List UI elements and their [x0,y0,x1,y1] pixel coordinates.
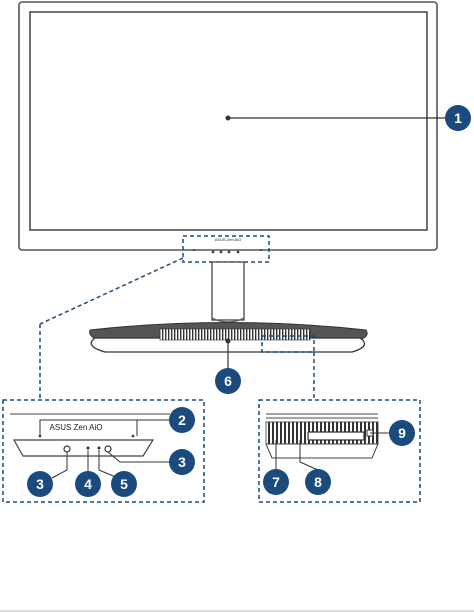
svg-text:1: 1 [454,110,462,126]
audio-jack [64,446,70,452]
svg-text:5: 5 [120,476,128,492]
indicator-led [87,447,90,450]
svg-text:3: 3 [36,476,44,492]
svg-text:6: 6 [224,373,232,389]
right-mic-hole [132,435,135,438]
callout-badge-1: 1 [445,105,471,131]
stand [212,262,244,322]
callout-badge-4: 4 [75,471,101,497]
svg-text:9: 9 [398,425,406,441]
base-vent-grille [160,329,310,340]
svg-text:8: 8 [314,474,322,490]
callout-badge-9: 9 [389,420,415,446]
svg-text:7: 7 [272,474,280,490]
callout-badge-2: 2 [169,407,195,433]
left-panel-bezel [14,440,153,456]
callout-badge-6: 6 [215,368,241,394]
svg-text:3: 3 [178,454,186,470]
callout-badge-3-left: 3 [27,471,53,497]
monitor-brand-label: ASUS Zen AiO [215,237,241,242]
port-slot [308,432,364,440]
screen-center-point [226,116,231,121]
callout-badge-3-right: 3 [169,449,195,475]
stand-neck [212,262,244,320]
power-button [105,446,111,452]
panel-brand-label: ASUS Zen AiO [50,423,103,432]
indicator-led-2 [98,447,101,450]
callout-badge-5: 5 [111,471,137,497]
callout-badge-8: 8 [305,469,331,495]
callout-badge-7: 7 [263,469,289,495]
monitor: ASUS Zen AiO [19,2,437,253]
svg-text:2: 2 [178,412,186,428]
vent-point [226,339,231,344]
svg-text:4: 4 [84,476,92,492]
monitor-screen [30,12,427,230]
